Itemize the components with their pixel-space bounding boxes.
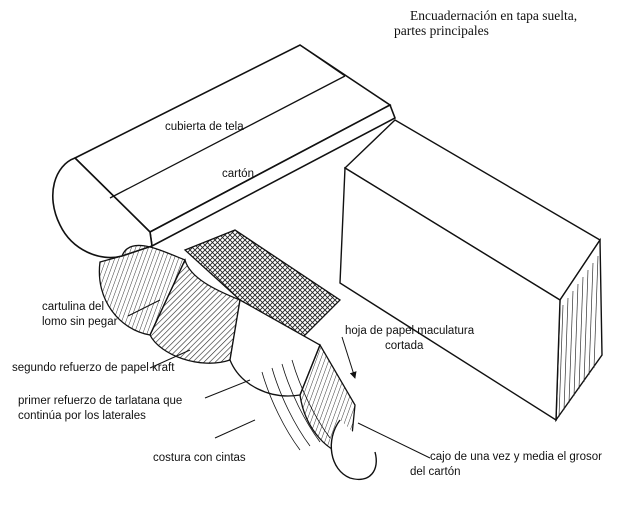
front-cover-board <box>52 44 397 259</box>
cover-hinge-line <box>109 75 346 199</box>
label-primer-line-1: primer refuerzo de tarlatana que <box>18 395 183 407</box>
label-cartulina-line-2: lomo sin pegar <box>42 316 118 328</box>
label-cajo-line-2: del cartón <box>410 466 461 478</box>
label-hoja: hoja de papel maculatura cortada <box>345 324 474 354</box>
label-cartulina: cartulina del lomo sin pegar <box>42 300 117 330</box>
book-text-block <box>339 119 603 423</box>
label-hoja-line-1: hoja de papel maculatura <box>345 325 475 337</box>
label-cajo: cajo de una vez y media el grosor del ca… <box>410 450 602 480</box>
cover-edge-line <box>299 44 346 77</box>
title-line-1: Encuadernación en tapa suelta, <box>410 8 578 23</box>
label-segundo-refuerzo: segundo refuerzo de papel kraft <box>12 362 175 374</box>
label-primer-line-2: continúa por los laterales <box>18 410 146 422</box>
label-cubierta: cubierta de tela <box>165 121 244 133</box>
spine-tail <box>330 419 377 481</box>
title-line-2: partes principales <box>394 23 489 38</box>
label-cajo-line-1: cajo de una vez y media el grosor <box>430 451 602 463</box>
page-edge-lines <box>558 255 599 418</box>
label-primer-refuerzo: primer refuerzo de tarlatana que continú… <box>18 394 182 424</box>
sewing-lines <box>261 359 331 451</box>
label-carton: cartón <box>222 168 254 180</box>
label-costura: costura con cintas <box>153 452 246 464</box>
diagram-title: Encuadernación en tapa suelta, partes pr… <box>394 8 578 38</box>
leader-lines <box>127 299 431 459</box>
label-hoja-line-2: cortada <box>385 340 424 352</box>
label-cartulina-line-1: cartulina del <box>42 301 105 313</box>
